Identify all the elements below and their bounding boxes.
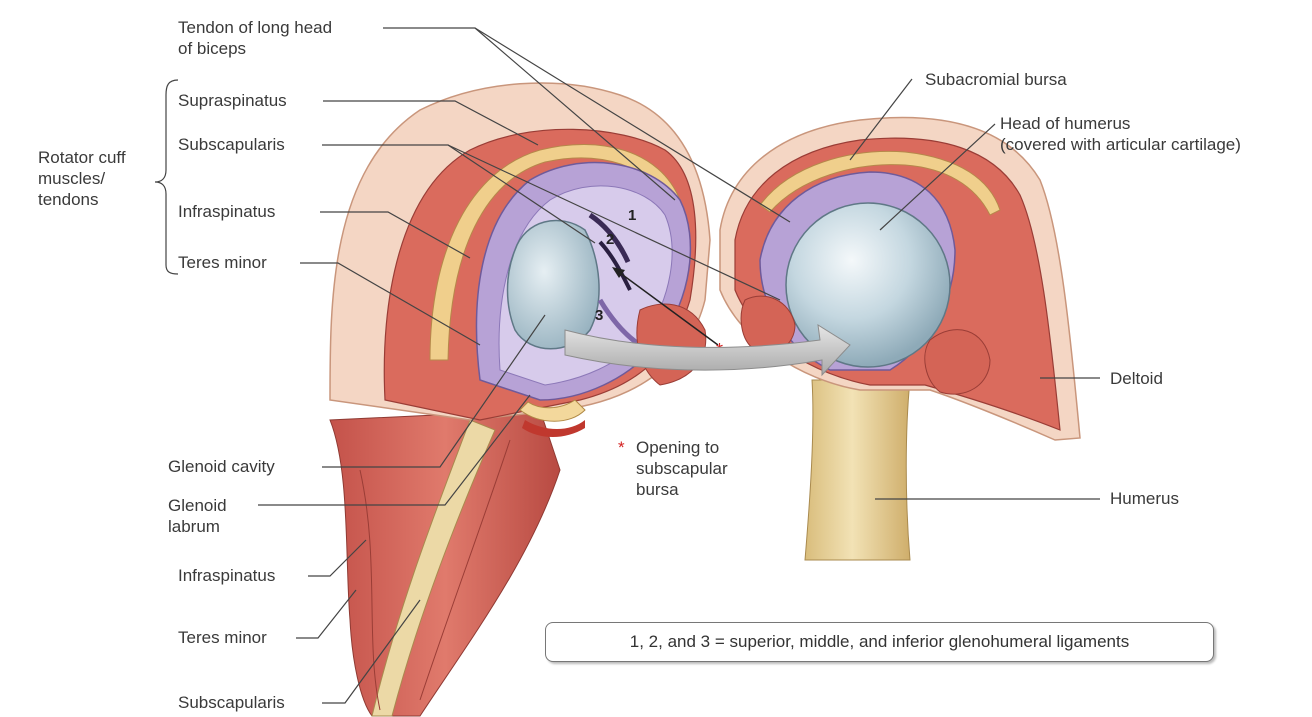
right-shoulder-illustration (720, 118, 1080, 561)
rotator-cuff-bracket (155, 80, 178, 274)
star-marker: * (618, 438, 625, 457)
humerus-shaft (805, 380, 910, 560)
leader-teres-minor-bottom (296, 590, 356, 638)
label-supraspinatus: Supraspinatus (178, 90, 287, 111)
label-teres-minor-top: Teres minor (178, 252, 267, 273)
label-infraspinatus-bottom: Infraspinatus (178, 565, 275, 586)
label-infraspinatus-top: Infraspinatus (178, 201, 275, 222)
ligament-number-2: 2 (606, 231, 614, 248)
label-rotator-cuff: Rotator cuff muscles/ tendons (38, 147, 126, 210)
label-subscapularis-top: Subscapularis (178, 134, 285, 155)
label-tendon-biceps: Tendon of long head of biceps (178, 17, 332, 59)
label-subacromial-bursa: Subacromial bursa (925, 69, 1067, 90)
glenoid-cavity (508, 220, 600, 348)
lower-muscle-bundle (330, 410, 560, 716)
label-glenoid-labrum: Glenoid labrum (168, 495, 227, 537)
ligament-legend: 1, 2, and 3 = superior, middle, and infe… (545, 622, 1214, 662)
label-humerus: Humerus (1110, 488, 1179, 509)
label-teres-minor-bottom: Teres minor (178, 627, 267, 648)
label-glenoid-cavity: Glenoid cavity (168, 456, 275, 477)
opening-star-label: * (618, 437, 625, 458)
ligament-number-3: 3 (595, 307, 603, 324)
label-head-of-humerus: Head of humerus (covered with articular … (1000, 113, 1241, 155)
label-deltoid: Deltoid (1110, 368, 1163, 389)
label-subscapularis-bottom: Subscapularis (178, 692, 285, 713)
ligament-number-1: 1 (628, 207, 636, 224)
right-lateral-muscle-lobe (925, 330, 990, 395)
label-opening-subscapular-bursa: Opening to subscapular bursa (636, 437, 728, 500)
